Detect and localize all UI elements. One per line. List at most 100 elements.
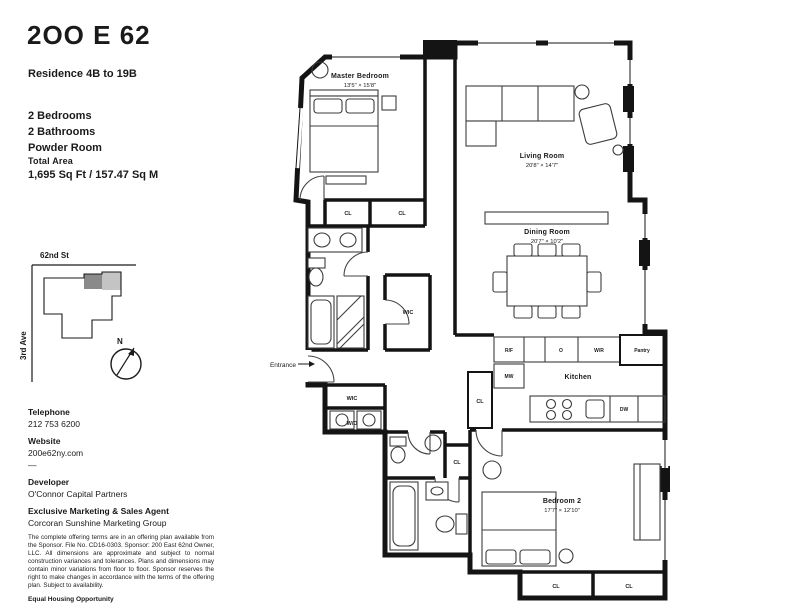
feature-powder-room: Powder Room xyxy=(28,142,102,154)
microwave-label: MW xyxy=(505,374,514,380)
laundry-fixtures xyxy=(329,410,382,430)
oven-label: O xyxy=(559,348,563,354)
bathtub xyxy=(389,481,419,551)
building-logo: 2OO E 62 xyxy=(27,20,151,50)
door xyxy=(407,431,431,455)
telephone-label: Telephone xyxy=(28,407,70,417)
powder-sink xyxy=(424,434,442,452)
agent-name: Corcoran Sunshine Marketing Group xyxy=(28,518,167,528)
dining-chair xyxy=(537,305,557,319)
entrance-marker: Entrance xyxy=(270,361,315,369)
wall-block xyxy=(423,40,457,58)
door xyxy=(343,251,369,277)
toilet-tank xyxy=(389,436,407,447)
toilet-bowl xyxy=(435,515,455,533)
dining-chair xyxy=(513,305,533,319)
entrance-arrowhead xyxy=(309,361,315,367)
column xyxy=(639,240,650,266)
street-label: 62nd St xyxy=(40,251,69,260)
telephone-number: 212 753 6200 xyxy=(28,419,80,429)
column xyxy=(623,86,634,112)
double-vanity xyxy=(307,227,363,253)
entrance-door xyxy=(307,355,335,383)
door xyxy=(475,429,503,457)
door xyxy=(384,299,410,325)
armchair-icon xyxy=(311,61,329,79)
sink-basin xyxy=(339,232,357,248)
wine-fridge-label: W/R xyxy=(594,348,604,354)
window xyxy=(292,107,304,169)
burner xyxy=(561,409,573,421)
sofa-chaise xyxy=(465,120,497,147)
bench xyxy=(325,175,367,185)
bedroom2-furniture xyxy=(481,460,661,567)
side-table xyxy=(574,84,590,100)
floor-lamp xyxy=(612,144,624,156)
floor-plan: Entrance Master Bedroom 13'5" × 15'8" Li… xyxy=(230,0,792,612)
website-url: 200e62ny.com xyxy=(28,448,84,458)
powder-room-fixtures xyxy=(389,434,442,464)
side-table xyxy=(558,548,574,564)
compass-needle-tip xyxy=(128,348,134,356)
pillow xyxy=(519,549,551,565)
master-bath-fixtures xyxy=(307,227,365,349)
total-area-label: Total Area xyxy=(28,156,74,166)
living-room-dims: 20'8" × 14'7" xyxy=(526,163,558,169)
pillow xyxy=(485,549,517,565)
kitchen-label: Kitchen xyxy=(564,374,591,381)
shower xyxy=(336,295,365,349)
website-label: Website xyxy=(28,436,61,446)
burner xyxy=(545,409,557,421)
avenue-label: 3rd Ave xyxy=(19,331,28,360)
residence-features: 2 Bedrooms 2 Bathrooms Powder Room xyxy=(28,108,102,156)
closet-label: CL xyxy=(476,399,484,405)
round-chair xyxy=(482,460,502,480)
master-bedroom-dims: 13'5" × 15'8" xyxy=(344,83,376,89)
toilet-tank xyxy=(307,257,326,269)
info-sidebar: 2OO E 62 Residence 4B to 19B 2 Bedrooms … xyxy=(0,0,230,612)
dishwasher-label: DW xyxy=(620,407,629,413)
columns xyxy=(623,86,670,492)
toilet-bowl xyxy=(390,446,406,464)
compass-circle xyxy=(110,348,142,380)
developer-name: O'Connor Capital Partners xyxy=(28,489,128,499)
compass: N xyxy=(110,337,142,380)
living-room-furniture xyxy=(465,84,624,156)
small-labels: CL CL WIC WIC W/D CL CL CL CL R/F MW O W… xyxy=(344,211,650,590)
kitchen-sink xyxy=(585,399,605,419)
legal-disclaimer: The complete offering terms are in an of… xyxy=(28,534,214,589)
dining-chair xyxy=(586,271,602,293)
developer-label: Developer xyxy=(28,477,70,487)
site-parcel-light xyxy=(102,272,121,290)
bathroom2-fixtures xyxy=(389,481,468,551)
location-map: 62nd St 3rd Ave N xyxy=(18,242,218,399)
dining-chair xyxy=(492,271,508,293)
agent-label: Exclusive Marketing & Sales Agent xyxy=(28,506,169,516)
dining-chair xyxy=(537,243,557,257)
dining-table xyxy=(506,255,588,307)
nightstand xyxy=(381,95,397,111)
burner xyxy=(561,398,573,410)
toilet-tank xyxy=(455,513,468,535)
feature-bedrooms: 2 Bedrooms xyxy=(28,110,92,122)
dining-chair xyxy=(513,243,533,257)
bedroom2-dims: 17'7" × 12'10" xyxy=(544,508,580,514)
pillow xyxy=(313,98,343,114)
master-bedroom-label: Master Bedroom xyxy=(331,73,389,80)
burner xyxy=(545,398,557,410)
equal-housing-line: Equal Housing Opportunity xyxy=(28,596,114,603)
dining-room-furniture xyxy=(484,211,609,319)
pantry-label: Pantry xyxy=(634,348,650,354)
dining-chair xyxy=(561,243,581,257)
bed-headboard xyxy=(309,89,379,97)
dresser xyxy=(633,463,661,541)
wd-label: W/D xyxy=(347,421,358,427)
feature-bathrooms: 2 Bathrooms xyxy=(28,126,96,138)
closet-label: CL xyxy=(625,584,633,590)
sink-basin xyxy=(430,486,444,496)
credenza xyxy=(484,211,609,225)
closet-label: CL xyxy=(344,211,352,217)
compass-n-label: N xyxy=(117,337,123,346)
contact-block: Telephone 212 753 6200 Website 200e62ny.… xyxy=(28,406,169,529)
washer xyxy=(329,410,355,430)
